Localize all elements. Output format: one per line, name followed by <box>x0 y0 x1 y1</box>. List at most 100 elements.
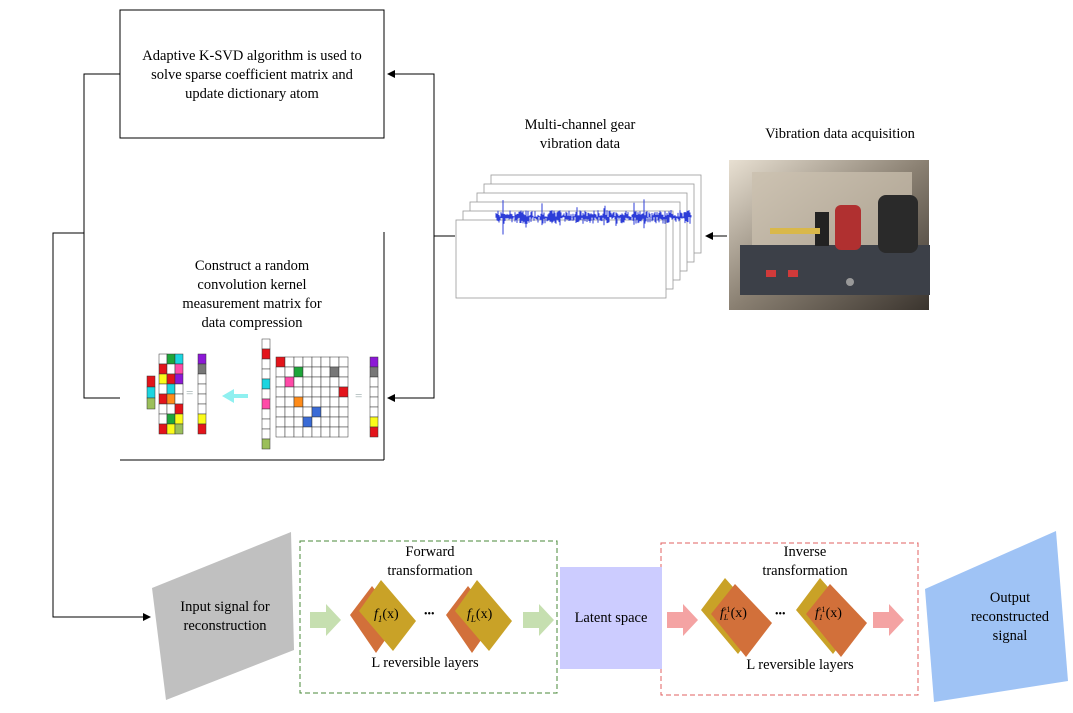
matrix-cell <box>293 366 304 378</box>
vector-cell <box>261 358 271 370</box>
matrix-cell <box>311 356 322 368</box>
vector-cell <box>261 378 271 390</box>
multichannel-label: Multi-channel gear vibration data <box>480 116 680 154</box>
vector-cell <box>369 416 379 428</box>
latent-space-box <box>560 567 662 669</box>
matrix-cell <box>174 423 184 435</box>
matrix-cell <box>275 406 286 418</box>
matrix-cell <box>293 416 304 428</box>
matrix-cell <box>284 386 295 398</box>
compression-arrow <box>222 389 248 403</box>
inverse-box <box>660 542 919 696</box>
vector-cell <box>197 353 207 365</box>
inverse-layer-L <box>701 578 772 657</box>
matrix-cell <box>320 376 331 388</box>
multichannel-line-2: vibration data <box>539 136 621 152</box>
matrix-cell <box>311 416 322 428</box>
vector-cell <box>261 368 271 380</box>
construct-line-3: measurement matrix for <box>182 296 322 312</box>
output-signal-line-1: Output <box>989 590 1031 606</box>
right-feedback-line-2 <box>387 236 435 402</box>
measurement-matrices <box>146 338 379 450</box>
vector-cell <box>261 388 271 400</box>
matrix-cell <box>275 376 286 388</box>
matrix-cell <box>311 406 322 418</box>
matrix-cell <box>166 363 176 375</box>
matrix-cell <box>320 396 331 408</box>
vector-cell <box>197 423 207 435</box>
left-main-line <box>52 232 151 621</box>
matrix-cell <box>302 356 313 368</box>
block-arrow <box>310 604 341 636</box>
matrix-cell <box>320 416 331 428</box>
matrix-cell <box>311 376 322 388</box>
forward-layer-L <box>446 580 512 653</box>
matrix-cell <box>275 356 286 368</box>
matrix-cell <box>275 366 286 378</box>
matrix-cell <box>329 356 340 368</box>
matrix-cell <box>174 383 184 395</box>
inverse-title: Inverse transformation <box>730 543 880 581</box>
inverse-ellipsis: ••• <box>775 609 786 620</box>
matrix-cell <box>293 426 304 438</box>
block-arrow <box>523 604 554 636</box>
matrix-cell <box>293 406 304 418</box>
matrix-cell <box>158 423 168 435</box>
matrix-cell <box>311 366 322 378</box>
matrix-cell <box>166 423 176 435</box>
matrix-cell <box>284 406 295 418</box>
matrix-cell <box>311 426 322 438</box>
input-signal-label: Input signal for reconstruction <box>160 598 290 636</box>
matrix-cell <box>166 403 176 415</box>
vector-cell <box>369 356 379 368</box>
matrix-cell <box>320 386 331 398</box>
construct-label: Construct a random convolution kernel me… <box>150 257 354 333</box>
vector-cell <box>146 375 156 388</box>
input-signal-shape <box>152 532 294 700</box>
matrix-cell <box>293 386 304 398</box>
vector-cell <box>369 406 379 418</box>
matrix-cell <box>166 393 176 405</box>
vector-cell <box>146 397 156 410</box>
matrix-cell <box>166 373 176 385</box>
matrix-cell <box>158 373 168 385</box>
matrix-cell <box>158 393 168 405</box>
matrix-cell <box>293 396 304 408</box>
matrix-cell <box>158 353 168 365</box>
matrix-cell <box>275 426 286 438</box>
matrix-cell <box>302 396 313 408</box>
vector-cell <box>369 426 379 438</box>
output-signal-shape <box>925 531 1068 702</box>
output-signal-line-2: reconstructed <box>970 609 1050 625</box>
matrix-cell <box>275 396 286 408</box>
forward-arrows <box>310 604 554 636</box>
matrix-cell <box>158 403 168 415</box>
matrix-cell <box>338 376 349 388</box>
forward-title-line-2: transformation <box>387 563 473 579</box>
vector-cell <box>261 418 271 430</box>
matrix-cell <box>174 413 184 425</box>
forward-title: Forward transformation <box>355 543 505 581</box>
equals-sign-2: = <box>355 388 363 403</box>
vector-cell <box>261 428 271 440</box>
matrix-cell <box>275 416 286 428</box>
vector-cell <box>197 393 207 405</box>
construct-line-1: Construct a random <box>194 258 310 274</box>
matrix-cell <box>329 376 340 388</box>
matrix-cell <box>320 406 331 418</box>
block-arrow <box>667 604 698 636</box>
vector-cell <box>197 413 207 425</box>
matrix-cell <box>320 366 331 378</box>
matrix-cell <box>311 386 322 398</box>
forward-box <box>299 540 558 694</box>
matrix-cell <box>293 356 304 368</box>
matrix-cell <box>166 383 176 395</box>
input-signal-line-2: reconstruction <box>183 618 267 634</box>
vector-cell <box>369 376 379 388</box>
vector-cell <box>146 386 156 399</box>
matrix-cell <box>338 356 349 368</box>
matrix-cell <box>329 386 340 398</box>
